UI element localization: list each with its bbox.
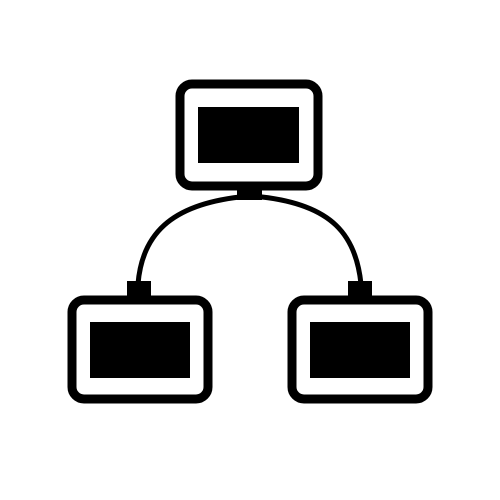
monitor-top-port bbox=[237, 184, 262, 200]
monitor-bottom-left bbox=[67, 281, 213, 404]
monitor-top bbox=[175, 79, 323, 200]
monitor-top-screen bbox=[198, 107, 299, 163]
monitor-bottom-right-screen bbox=[310, 322, 410, 378]
connector-arc-right bbox=[259, 194, 364, 287]
monitor-bottom-left-screen bbox=[90, 322, 190, 378]
connector-arc-left bbox=[135, 194, 243, 287]
monitor-bottom-right bbox=[287, 281, 433, 404]
